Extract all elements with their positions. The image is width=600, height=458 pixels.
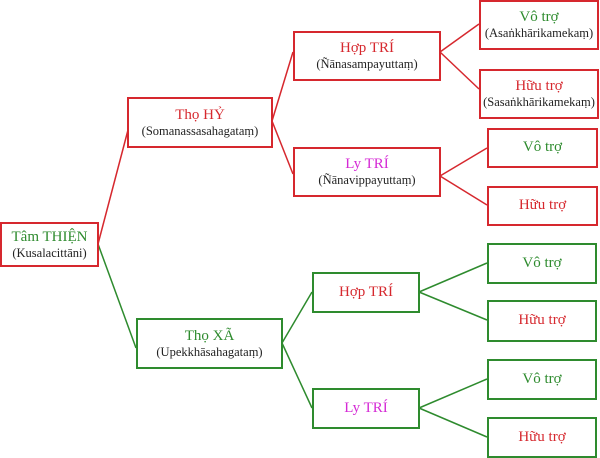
leaf-subtitle: (Asaṅkhārikamekaṃ) xyxy=(484,26,594,41)
leaf-title: Vô trợ xyxy=(522,139,563,156)
joy-subtitle: (Somanassasahagataṃ) xyxy=(141,123,259,138)
joy-without-knowledge-subtitle: (Ñānavippayuttaṃ) xyxy=(318,173,416,188)
link-joy-without-knowledge xyxy=(271,120,294,175)
leaf-subtitle: (Sasaṅkhārikamekaṃ) xyxy=(483,95,595,110)
leaf-joy-with-unprompted: Vô trợ (Asaṅkhārikamekaṃ) xyxy=(479,0,599,50)
node-equanimity: Thọ XÃ (Upekkhāsahagataṃ) xyxy=(136,318,283,369)
link-joy-with-knowledge xyxy=(271,51,294,122)
link-eq-with-prompted xyxy=(418,291,488,321)
equanimity-title: Thọ XÃ xyxy=(184,327,235,344)
node-equanimity-with-knowledge: Hợp TRÍ xyxy=(312,272,420,313)
link-equanimity-without-knowledge xyxy=(281,342,313,409)
node-joy-with-knowledge: Hợp TRÍ (Ñānasampayuttaṃ) xyxy=(293,31,441,81)
leaf-joy-without-prompted: Hữu trợ xyxy=(487,186,598,226)
leaf-title: Hữu trợ xyxy=(515,78,563,95)
link-joy-without-unprompted xyxy=(439,147,488,177)
joy-title: Thọ HỶ xyxy=(175,106,225,123)
node-joy-without-knowledge: Ly TRÍ (Ñānavippayuttaṃ) xyxy=(293,147,441,197)
leaf-title: Vô trợ xyxy=(519,9,559,26)
joy-with-knowledge-title: Hợp TRÍ xyxy=(340,40,394,57)
leaf-title: Hữu trợ xyxy=(518,428,566,445)
leaf-eq-without-unprompted: Vô trợ xyxy=(487,359,597,400)
root-subtitle: (Kusalacittāni) xyxy=(12,245,87,260)
link-root-joy xyxy=(97,129,129,245)
leaf-joy-with-prompted: Hữu trợ (Sasaṅkhārikamekaṃ) xyxy=(479,69,599,119)
link-eq-without-unprompted xyxy=(418,378,488,409)
link-eq-with-unprompted xyxy=(418,262,488,293)
root-node-wholesome-consciousness: Tâm THIỆN (Kusalacittāni) xyxy=(0,222,99,267)
leaf-eq-without-prompted: Hữu trợ xyxy=(487,417,597,458)
leaf-title: Vô trợ xyxy=(522,370,562,387)
leaf-title: Hữu trợ xyxy=(518,312,566,329)
node-joy: Thọ HỶ (Somanassasahagataṃ) xyxy=(127,97,273,148)
leaf-eq-with-unprompted: Vô trợ xyxy=(487,243,597,284)
joy-without-knowledge-title: Ly TRÍ xyxy=(345,156,389,173)
leaf-title: Hữu trợ xyxy=(518,197,567,214)
leaf-title: Vô trợ xyxy=(522,254,562,271)
leaf-joy-without-unprompted: Vô trợ xyxy=(487,128,598,168)
link-eq-without-prompted xyxy=(418,407,488,438)
link-root-equanimity xyxy=(97,243,137,349)
link-equanimity-with-knowledge xyxy=(281,291,313,344)
link-joy-with-prompted xyxy=(439,51,480,90)
joy-with-knowledge-subtitle: (Ñānasampayuttaṃ) xyxy=(316,57,418,72)
equanimity-with-knowledge-title: Hợp TRÍ xyxy=(339,283,393,300)
equanimity-without-knowledge-title: Ly TRÍ xyxy=(344,399,388,416)
node-equanimity-without-knowledge: Ly TRÍ xyxy=(312,388,420,429)
leaf-eq-with-prompted: Hữu trợ xyxy=(487,300,597,342)
root-title: Tâm THIỆN xyxy=(11,228,88,245)
equanimity-subtitle: (Upekkhāsahagataṃ) xyxy=(156,344,263,359)
link-joy-without-prompted xyxy=(439,175,488,206)
link-joy-with-unprompted xyxy=(439,23,480,53)
